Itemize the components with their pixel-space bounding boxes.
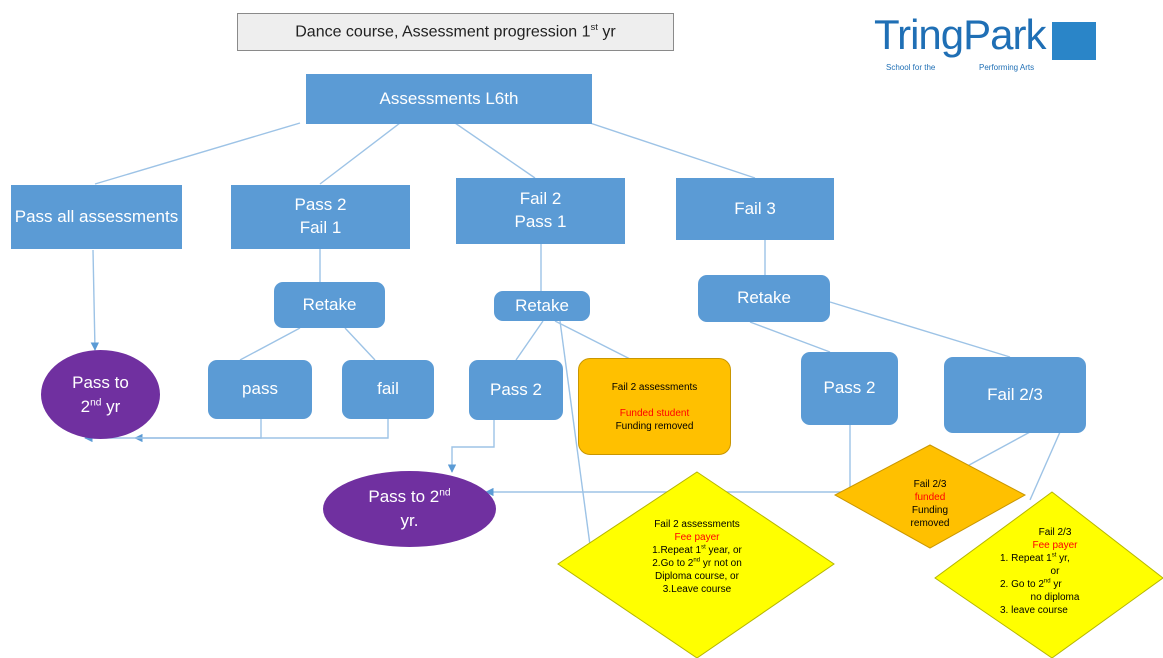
retake-label: Retake [515,295,569,315]
connector [554,320,633,361]
result-pass-box: pass [208,360,312,419]
connector [94,122,301,185]
retake-label: Retake [737,288,791,308]
retake-box-2: Retake [494,291,590,321]
yellow-diamond-shape [557,471,835,658]
logo-wordmark: TringPark [874,11,1046,58]
result-pass2-box-1: Pass 2 [469,360,563,420]
connector [319,122,401,185]
logo-tagline-right: Performing Arts [979,63,1035,72]
retake-label: Retake [302,294,357,314]
connector [344,327,376,361]
title-text: Dance course, Assessment progression 1st… [295,22,616,41]
result-label: Fail 2/3 [987,384,1043,404]
logo-mark-icon [1052,22,1096,60]
connector [559,320,591,546]
connector [959,431,1031,471]
connector [829,301,1011,358]
funded-student-text: Fail 2 assessments Funded student Fundin… [611,381,698,432]
outcome-pass2-fail1-box: Pass 2 Fail 1 [231,185,410,249]
yellow-diamond-shape [934,491,1163,658]
result-label: fail [377,379,399,399]
result-label: Pass 2 [490,379,542,399]
result-fail-box: fail [342,360,434,419]
result-fail23-box: Fail 2/3 [944,357,1086,433]
fee-payer-options-text-1: Fail 2 assessments Fee payer 1.Repeat 1s… [652,519,742,595]
outcome-label: Pass all assessments [14,206,179,226]
connector [515,320,544,361]
connector [447,420,495,473]
connector [90,249,100,351]
retake-box-1: Retake [274,282,385,328]
outcome-label: Pass 2 Fail 1 [294,195,347,237]
connector [589,122,756,179]
retake-box-3: Retake [698,275,830,322]
funded-options-text: Fail 2/3 funded Funding removed [910,479,950,529]
outcome-label: Fail 2 Pass 1 [514,189,567,231]
orange-diamond-shape [833,444,1027,549]
result-label: Pass 2 [823,378,876,398]
connector [454,122,536,179]
funded-student-box: Fail 2 assessments Funded student Fundin… [578,358,731,455]
connector [239,327,301,361]
fee-payer-options-text-2: Fail 2/3 Fee payer 1. Repeat 1st yr, or … [1000,527,1080,616]
logo-tagline-left: School for the [886,63,936,72]
result-label: pass [242,379,278,399]
connector [749,321,831,353]
diagram-title: Dance course, Assessment progression 1st… [237,13,674,51]
root-label: Assessments L6th [379,88,519,108]
outcome-label: Fail 3 [734,198,776,218]
outcome-fail2-pass1-box: Fail 2 Pass 1 [456,178,625,244]
connector [1029,431,1061,501]
tring-park-logo: TringPark School for the Performing Arts [874,14,1098,82]
connector [134,419,262,443]
root-assessments-box: Assessments L6th [306,74,592,124]
outcome-fail3-box: Fail 3 [676,178,834,240]
outcome-pass-all-box: Pass all assessments [11,185,182,249]
result-pass2-box-2: Pass 2 [801,352,898,425]
